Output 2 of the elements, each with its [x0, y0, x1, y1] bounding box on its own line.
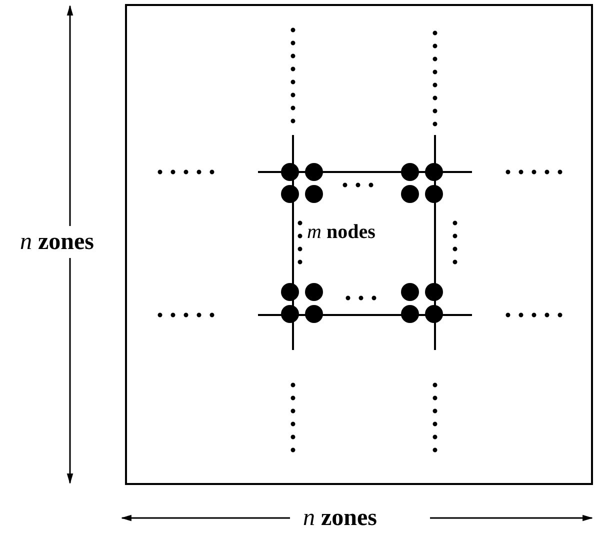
dimension-label: n zones — [303, 506, 377, 530]
dimension-label: n zones — [18, 226, 96, 258]
